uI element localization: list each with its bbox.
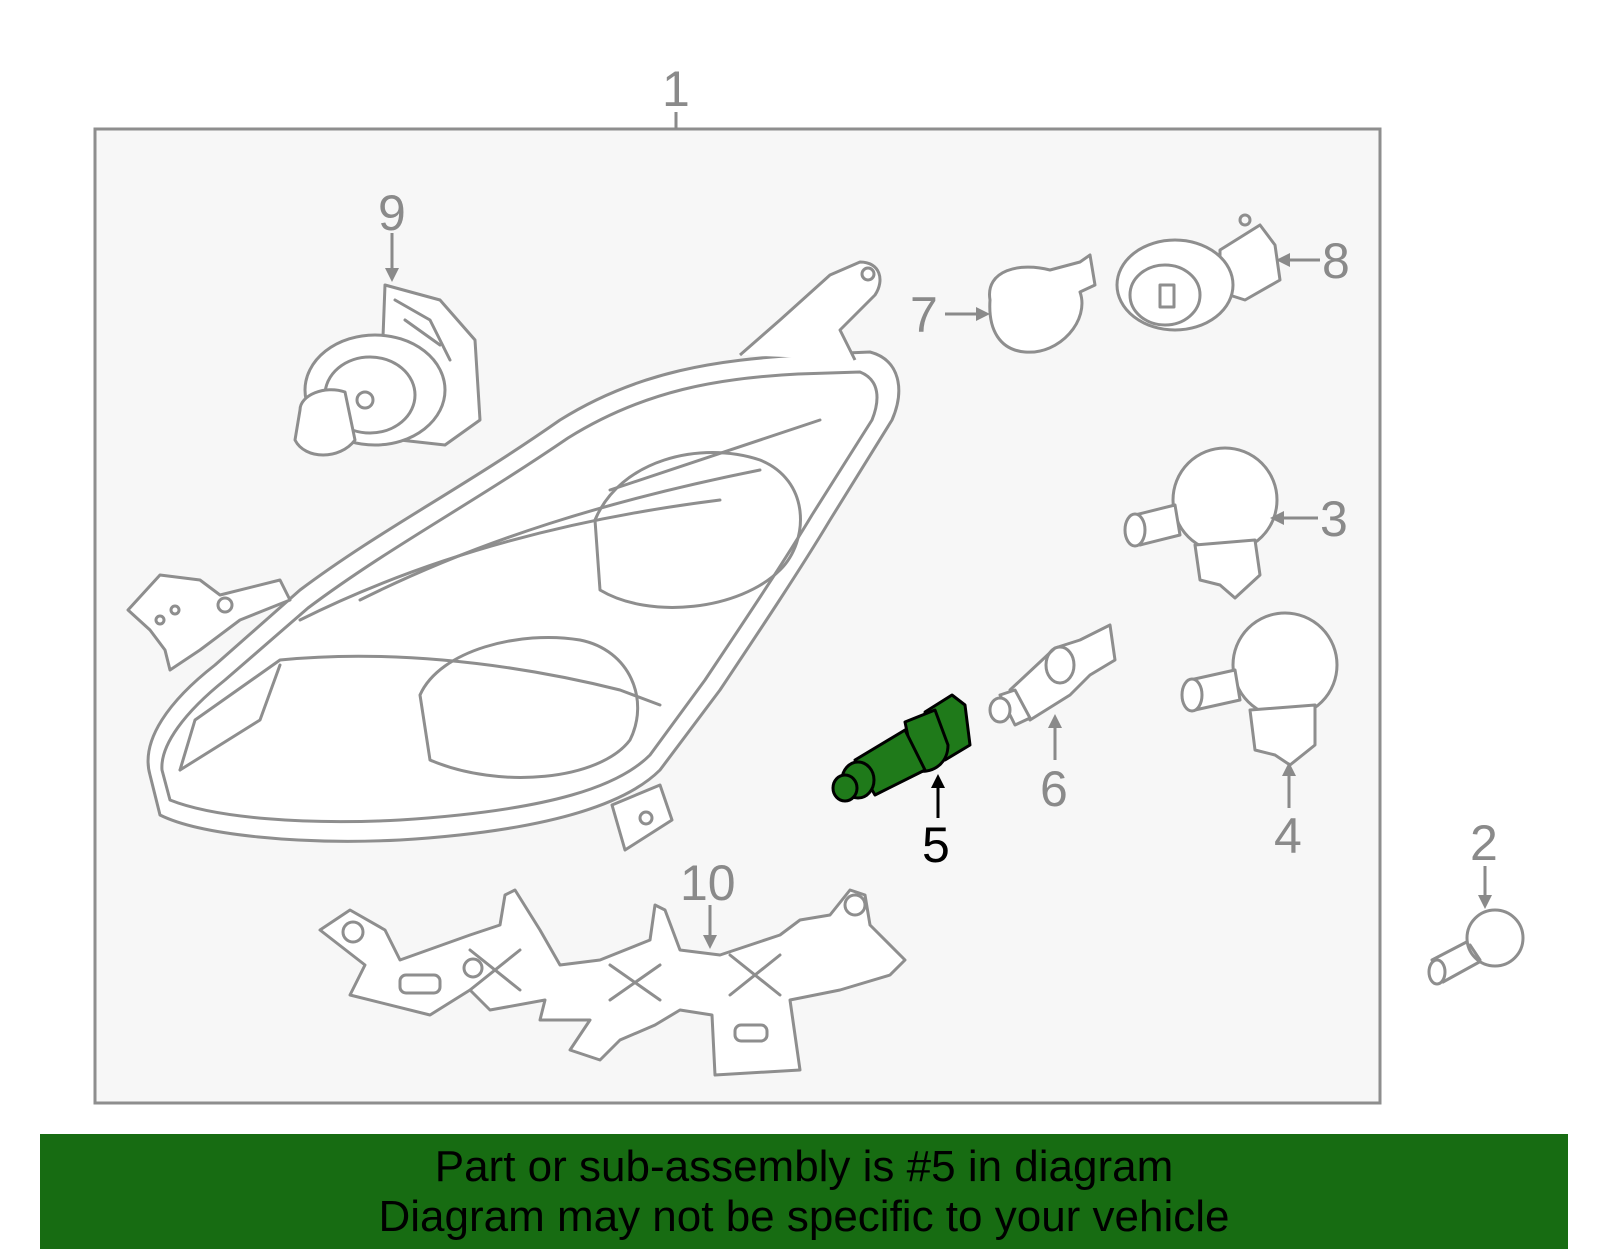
bulb-socket-9[interactable] [293,283,482,457]
headlamp-housing[interactable] [126,260,901,852]
info-banner: Part or sub-assembly is #5 in diagram Di… [40,1134,1568,1249]
callout-2-arrowhead [1478,895,1492,909]
callout-5: 5 [922,817,950,873]
callout-4: 4 [1274,808,1302,864]
callout-9-arrowhead [385,268,399,282]
callout-8-arrowhead [1276,253,1290,267]
callout-3-arrowhead [1270,511,1284,525]
bracket-10[interactable] [318,888,907,1077]
banner-line-2: Diagram may not be specific to your vehi… [378,1191,1230,1241]
callout-8: 8 [1322,233,1350,289]
callout-7-arrowhead [976,307,990,321]
bulb-3[interactable] [1123,446,1279,600]
bulb-7[interactable] [988,253,1097,354]
banner-line-1: Part or sub-assembly is #5 in diagram [434,1141,1174,1191]
screw-2[interactable] [1427,908,1525,986]
callout-6-arrowhead [1048,714,1062,728]
callout-3: 3 [1320,491,1348,547]
callout-2: 2 [1470,815,1498,871]
socket-8[interactable] [1115,213,1282,332]
callout-6: 6 [1040,761,1068,817]
callout-10: 10 [680,855,736,911]
callout-5-arrowhead [931,774,945,788]
bulb-part-5-highlighted[interactable] [831,693,972,803]
callout-1: 1 [662,61,690,117]
bulb-6[interactable] [988,623,1117,727]
callout-7: 7 [910,287,938,343]
bulb-4[interactable] [1180,611,1339,767]
callout-4-arrowhead [1282,762,1296,776]
callout-9: 9 [378,185,406,241]
callout-10-arrowhead [703,935,717,949]
